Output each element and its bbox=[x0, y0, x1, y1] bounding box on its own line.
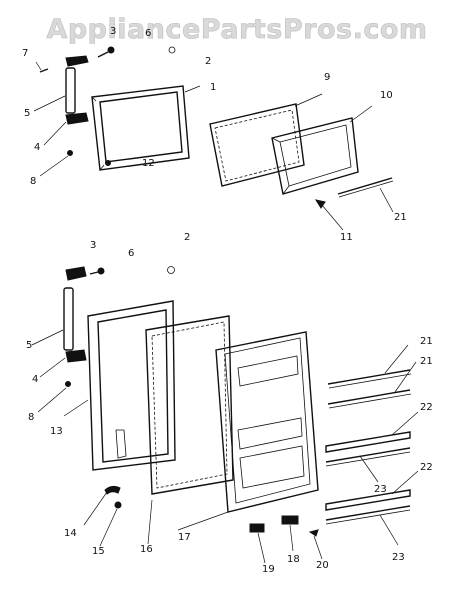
door-cam bbox=[104, 485, 121, 495]
callout-12: 12 bbox=[142, 158, 155, 169]
leader-lines bbox=[31, 61, 419, 564]
callout-23-b: 23 bbox=[392, 552, 405, 563]
callout-1: 1 bbox=[210, 82, 216, 93]
fresh-food-door-outer bbox=[87, 300, 176, 471]
lower-hinge-bottom bbox=[65, 349, 87, 363]
fresh-food-liner-assembly bbox=[215, 331, 319, 513]
callout-22-a: 22 bbox=[420, 402, 433, 413]
door-liner-outer bbox=[215, 331, 319, 513]
callout-15: 15 bbox=[92, 546, 105, 557]
callout-20: 20 bbox=[316, 560, 329, 571]
callout-23-a: 23 bbox=[374, 484, 387, 495]
fresh-food-door-inner bbox=[97, 309, 169, 463]
callout-7: 7 bbox=[22, 48, 28, 59]
screw-8-top bbox=[67, 150, 73, 156]
callout-18: 18 bbox=[287, 554, 300, 565]
screw-8-bottom bbox=[65, 381, 71, 387]
callout-4-top: 4 bbox=[34, 142, 40, 153]
shelf-rail-23a bbox=[325, 447, 411, 463]
freezer-door-outer bbox=[91, 85, 190, 171]
callout-9: 9 bbox=[324, 72, 330, 83]
callout-2-top: 2 bbox=[205, 56, 211, 67]
door-handle-bottom bbox=[63, 287, 74, 351]
washer-2-top bbox=[168, 46, 176, 54]
callout-17: 17 bbox=[178, 532, 191, 543]
clip-11 bbox=[314, 199, 326, 209]
door-handle-top bbox=[65, 67, 76, 114]
fresh-food-gasket-outer bbox=[145, 315, 234, 495]
callout-13: 13 bbox=[50, 426, 63, 437]
door-shelf-3 bbox=[239, 445, 305, 489]
screw-15 bbox=[114, 501, 122, 509]
shelf-rail-22a bbox=[325, 431, 411, 453]
clip-20 bbox=[308, 529, 319, 537]
callout-3-bottom: 3 bbox=[90, 240, 96, 251]
fresh-food-door-assembly bbox=[63, 266, 234, 509]
screw-shank-top bbox=[97, 51, 109, 58]
freezer-gasket-outer bbox=[209, 103, 305, 187]
shelf-rail-22b bbox=[325, 489, 411, 511]
screw-6-top bbox=[107, 46, 115, 54]
washer-2-bottom bbox=[167, 266, 175, 274]
callout-21-a: 21 bbox=[420, 336, 433, 347]
bracket-19 bbox=[249, 523, 265, 533]
callout-3-top: 3 bbox=[110, 26, 116, 37]
freezer-gasket-assembly bbox=[209, 103, 305, 187]
shelf-bar-21b bbox=[327, 389, 411, 405]
door-liner-inner bbox=[224, 337, 311, 504]
callout-8-bottom: 8 bbox=[28, 412, 34, 423]
callout-6-bottom: 6 bbox=[128, 248, 134, 259]
fresh-food-gasket-inner bbox=[151, 321, 228, 489]
callout-8-top: 8 bbox=[30, 176, 36, 187]
door-shelf-2 bbox=[237, 417, 303, 450]
door-shelf-1 bbox=[237, 355, 299, 387]
watermark-text: AppliancePartsPros.com bbox=[46, 14, 427, 45]
freezer-gasket-inner bbox=[214, 109, 300, 182]
shelf-bars-lower bbox=[327, 369, 412, 409]
screw-12 bbox=[105, 160, 111, 166]
freezer-door-assembly bbox=[39, 46, 190, 171]
freezer-liner-inner bbox=[279, 124, 352, 187]
callout-21-top: 21 bbox=[394, 212, 407, 223]
lower-hinge-top bbox=[65, 112, 89, 125]
callout-21-b: 21 bbox=[420, 356, 433, 367]
callout-labels: 7 3 6 2 1 5 4 8 12 9 10 21 11 3 6 2 5 4 … bbox=[22, 26, 433, 575]
shelf-bar-21a bbox=[327, 369, 411, 385]
shelf-rail-23b bbox=[325, 505, 411, 521]
callout-14: 14 bbox=[64, 528, 77, 539]
freezer-liner-assembly bbox=[271, 117, 359, 195]
bracket-18 bbox=[281, 515, 299, 525]
freezer-door-inner bbox=[99, 91, 183, 163]
callout-4-bottom: 4 bbox=[32, 374, 38, 385]
callout-16: 16 bbox=[140, 544, 153, 555]
screw-6-bottom bbox=[97, 267, 105, 275]
callout-2-bottom: 2 bbox=[184, 232, 190, 243]
upper-hinge-bottom bbox=[65, 266, 87, 281]
hinge-pin-top bbox=[39, 68, 49, 73]
upper-hinge-top bbox=[65, 55, 89, 67]
callout-19: 19 bbox=[262, 564, 275, 575]
shelf-bar-upper bbox=[337, 177, 393, 195]
shelf-rails bbox=[325, 431, 411, 525]
callout-10: 10 bbox=[380, 90, 393, 101]
callout-5-bottom: 5 bbox=[26, 340, 32, 351]
freezer-liner-outer bbox=[271, 117, 359, 195]
callout-11: 11 bbox=[340, 232, 353, 243]
callout-5-top: 5 bbox=[24, 108, 30, 119]
callout-22-b: 22 bbox=[420, 462, 433, 473]
callout-6-top: 6 bbox=[145, 28, 151, 39]
